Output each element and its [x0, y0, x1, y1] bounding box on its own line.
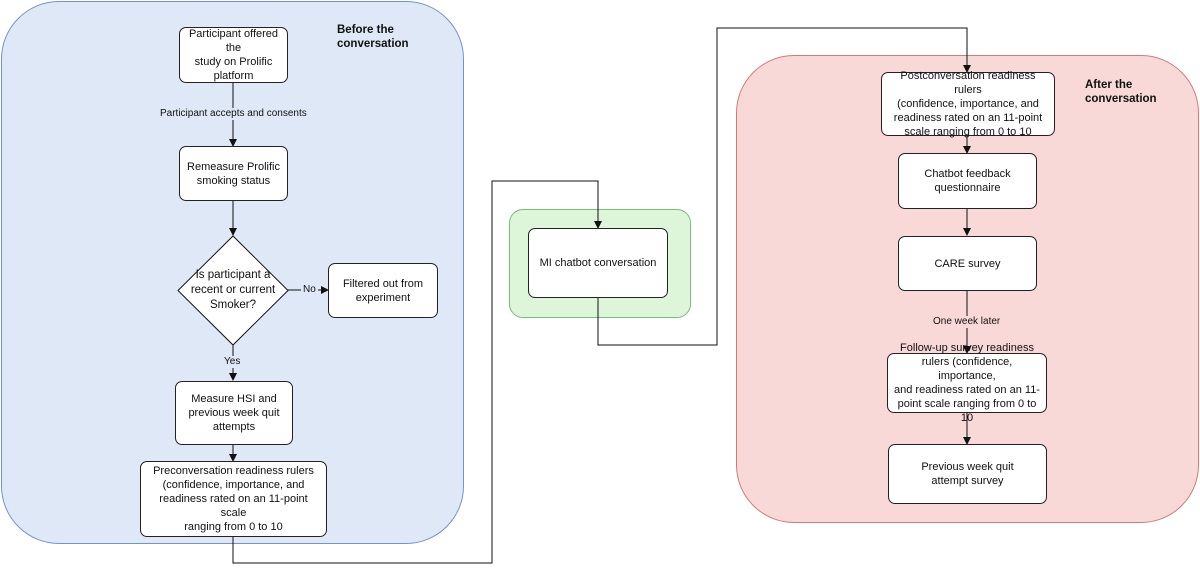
node-care: CARE survey	[898, 236, 1037, 291]
node-feedback: Chatbot feedback questionnaire	[898, 153, 1037, 209]
node-chatbot-text: MI chatbot conversation	[539, 257, 657, 269]
node-filtered-text: Filtered out from experiment	[342, 277, 424, 304]
node-post-rulers: Postconversation readiness rulers (confi…	[881, 70, 1055, 138]
node-followup: Follow-up survey readiness rulers (confi…	[887, 342, 1047, 424]
node-remeasure: Remeasure Prolific smoking status	[179, 146, 288, 201]
decision-text: Is participant a recent or current Smoke…	[190, 269, 276, 311]
decision-diamond	[177, 235, 289, 346]
edge-label-no: No	[301, 284, 318, 296]
after-panel-title: After the conversation	[1085, 79, 1157, 105]
node-feedback-text: Chatbot feedback questionnaire	[924, 168, 1011, 194]
node-offered: Participant offered the study on Prolifi…	[179, 27, 288, 83]
node-pre-rulers: Preconversation readiness rulers (confid…	[140, 461, 327, 537]
node-followup-text: Follow-up survey readiness rulers (confi…	[894, 342, 1040, 424]
node-filtered: Filtered out from experiment	[328, 263, 438, 318]
node-offered-text: Participant offered the study on Prolifi…	[188, 28, 279, 82]
edge-label-accepts: Participant accepts and consents	[158, 108, 309, 120]
edge-chatbot-postrulers	[597, 27, 971, 346]
node-pre-rulers-text: Preconversation readiness rulers (confid…	[153, 465, 314, 533]
edge-label-one-week-later: One week later	[931, 316, 1003, 328]
node-quit-survey-text: Previous week quit attempt survey	[921, 461, 1014, 487]
node-hsi-text: Measure HSI and previous week quit attem…	[188, 393, 280, 433]
node-hsi: Measure HSI and previous week quit attem…	[175, 381, 293, 445]
node-chatbot: MI chatbot conversation	[528, 228, 668, 298]
node-post-rulers-text: Postconversation readiness rulers (confi…	[893, 70, 1043, 138]
edge-prerulers-chatbot	[232, 180, 602, 564]
node-quit-survey: Previous week quit attempt survey	[888, 444, 1047, 504]
node-care-text: CARE survey	[934, 257, 1001, 270]
edge-label-yes: Yes	[222, 356, 243, 368]
node-remeasure-text: Remeasure Prolific smoking status	[187, 160, 280, 187]
before-panel-title: Before the conversation	[337, 24, 409, 50]
